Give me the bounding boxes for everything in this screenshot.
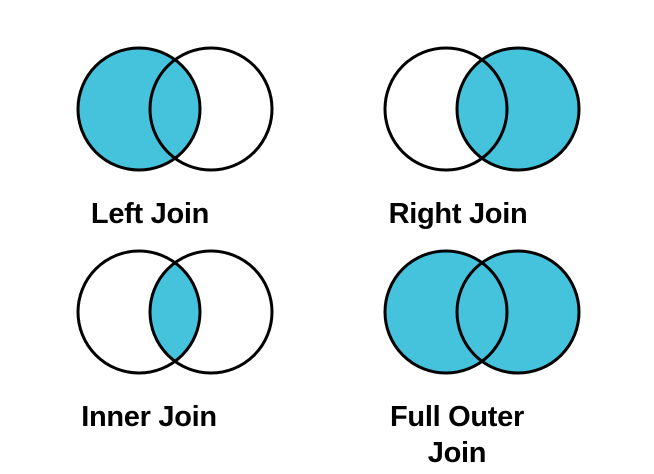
label-spacer xyxy=(307,389,597,399)
right-circle-fill xyxy=(457,48,579,170)
left-circle-outline xyxy=(76,249,202,375)
label-full-outer-join: Full Outer Join xyxy=(390,401,524,469)
right-circle-outline xyxy=(455,249,581,375)
left-circle-outline xyxy=(76,46,202,172)
label-spacer xyxy=(307,186,597,196)
right-circle-outline xyxy=(148,249,274,375)
venn-svg-right-join xyxy=(383,46,581,172)
venn-inner-join xyxy=(0,239,290,389)
diagram-cell-inner-join: Inner Join xyxy=(0,239,290,435)
left-circle-fill xyxy=(78,48,200,170)
diagram-cell-right-join: Right Join xyxy=(307,36,597,232)
venn-svg-full-outer-join xyxy=(383,249,581,375)
right-circle-outline xyxy=(148,46,274,172)
label-left-join: Left Join xyxy=(90,198,210,230)
venn-right-join xyxy=(307,36,597,186)
label-right-join: Right Join xyxy=(388,198,528,230)
label-inner-join: Inner Join xyxy=(81,401,217,433)
intersection-fill xyxy=(150,251,200,373)
right-circle-fill xyxy=(457,251,579,373)
venn-svg-left-join xyxy=(76,46,274,172)
venn-left-join xyxy=(0,36,290,186)
diagram-cell-full-outer-join: Full Outer Join xyxy=(307,239,597,471)
left-circle-outline xyxy=(383,46,509,172)
right-circle-outline xyxy=(455,46,581,172)
left-circle-outline xyxy=(383,249,509,375)
venn-full-outer-join xyxy=(307,239,597,389)
venn-svg-inner-join xyxy=(76,249,274,375)
diagram-cell-left-join: Left Join xyxy=(0,36,290,232)
label-spacer xyxy=(0,389,290,399)
label-spacer xyxy=(0,186,290,196)
